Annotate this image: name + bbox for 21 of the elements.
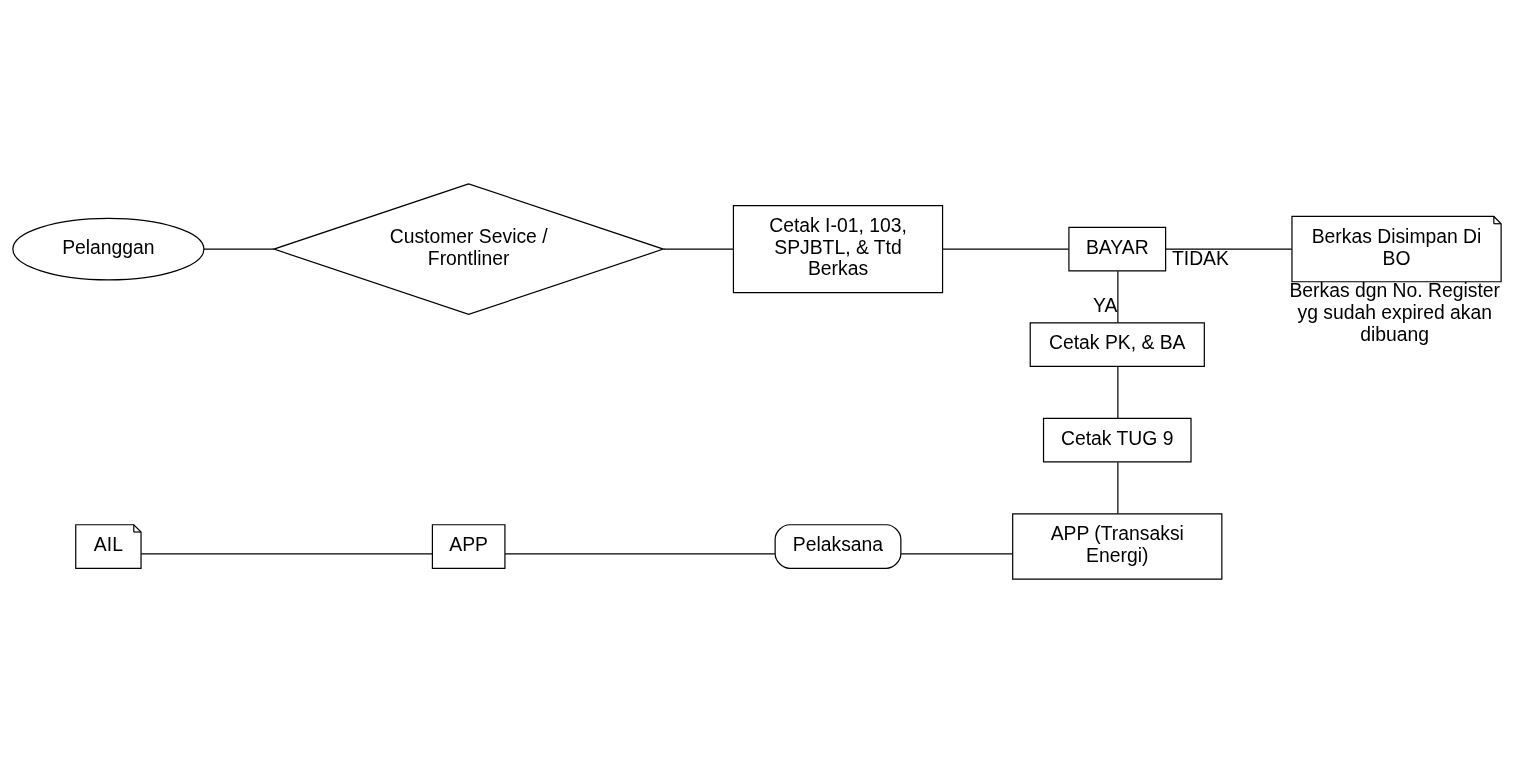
connector [140, 552, 433, 554]
node-box: APP [431, 523, 506, 569]
connector [1117, 365, 1119, 419]
node-diamond: Customer Sevice / Frontliner [272, 182, 666, 315]
connector [203, 248, 275, 250]
node-box: Cetak I-01, 103, SPJBTL, & Ttd Berkas [732, 204, 944, 293]
node-box: Pelaksana [774, 523, 902, 569]
edge-label: TIDAK [1171, 246, 1229, 269]
node-box: Cetak TUG 9 [1042, 417, 1192, 462]
connector [504, 552, 776, 554]
connector [1117, 270, 1119, 323]
node-ellipse: Pelanggan [12, 217, 205, 280]
connector [942, 248, 1070, 250]
connector [1117, 461, 1119, 514]
connector [1165, 248, 1293, 250]
node-box: APP (Transaksi Energi) [1012, 512, 1223, 580]
edge-label: YA [1093, 293, 1118, 316]
node-box: Cetak PK, & BA [1029, 321, 1205, 367]
connector [663, 248, 734, 250]
node-box: BAYAR [1068, 226, 1167, 271]
connector [900, 552, 1014, 554]
